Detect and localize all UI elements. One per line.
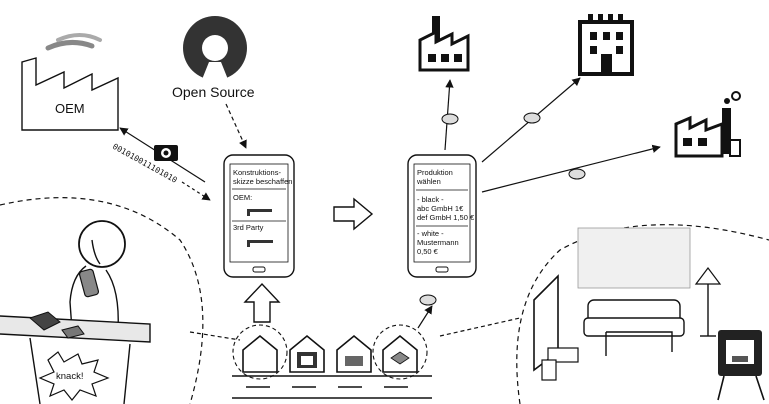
oem-label: OEM [55,101,85,116]
knack-burst: knack! [38,351,110,401]
open-source-logo-icon: Open Source [172,16,255,100]
factory-oem-icon: OEM [21,33,119,131]
house-icon [232,324,288,380]
phone-left-oem: OEM: [233,193,252,202]
house-parts-icon [336,334,372,373]
phone-right-white-1: Mustermann [417,238,459,247]
phone-right-white: - white - [417,229,444,238]
house-box-icon [372,324,428,380]
phone-right: Produktion wählen - black - abc GmbH 1€ … [407,154,477,278]
house-printer-icon [289,334,325,373]
phone-right-title-2: wählen [416,177,441,186]
arrow-to-factory-3 [481,144,661,193]
coin-icon [419,112,586,306]
part-oem-icon [247,209,272,216]
person-phone-icon [69,220,126,331]
phone-right-black-2: def GmbH 1,50 € [417,213,475,222]
broken-device-icon [29,311,85,339]
phone-right-title-1: Produktion [417,168,453,177]
bitstream-arrow [181,181,211,201]
camera-icon [154,145,178,161]
phone-left-third-party: 3rd Party [233,223,264,232]
apartment-factory-icon [578,14,634,76]
phone-left-title-1: Konstruktions- [233,168,281,177]
person-scene: knack! [0,197,204,404]
phone-right-white-2: 0,50 € [417,247,439,256]
living-room-icon [516,224,769,404]
phone-right-black: - black - [417,195,444,204]
factory-icon [418,16,470,72]
part-third-party-icon [247,240,273,247]
phone-right-black-1: abc GmbH 1€ [417,204,464,213]
printer-to-phone-arrow [417,305,433,329]
phone-left: Konstruktions- skizze beschaffen OEM: 3r… [223,154,295,278]
phone-left-title-2: skizze beschaffen [233,177,292,186]
open-source-arrow [225,103,247,149]
open-source-label: Open Source [172,84,255,100]
chemical-factory-icon [674,91,741,158]
arrow-up-icon [243,282,281,323]
arrow-right-icon [333,197,374,231]
3d-printer-icon [717,330,765,401]
street-houses [232,324,432,399]
knack-label: knack! [56,371,83,382]
